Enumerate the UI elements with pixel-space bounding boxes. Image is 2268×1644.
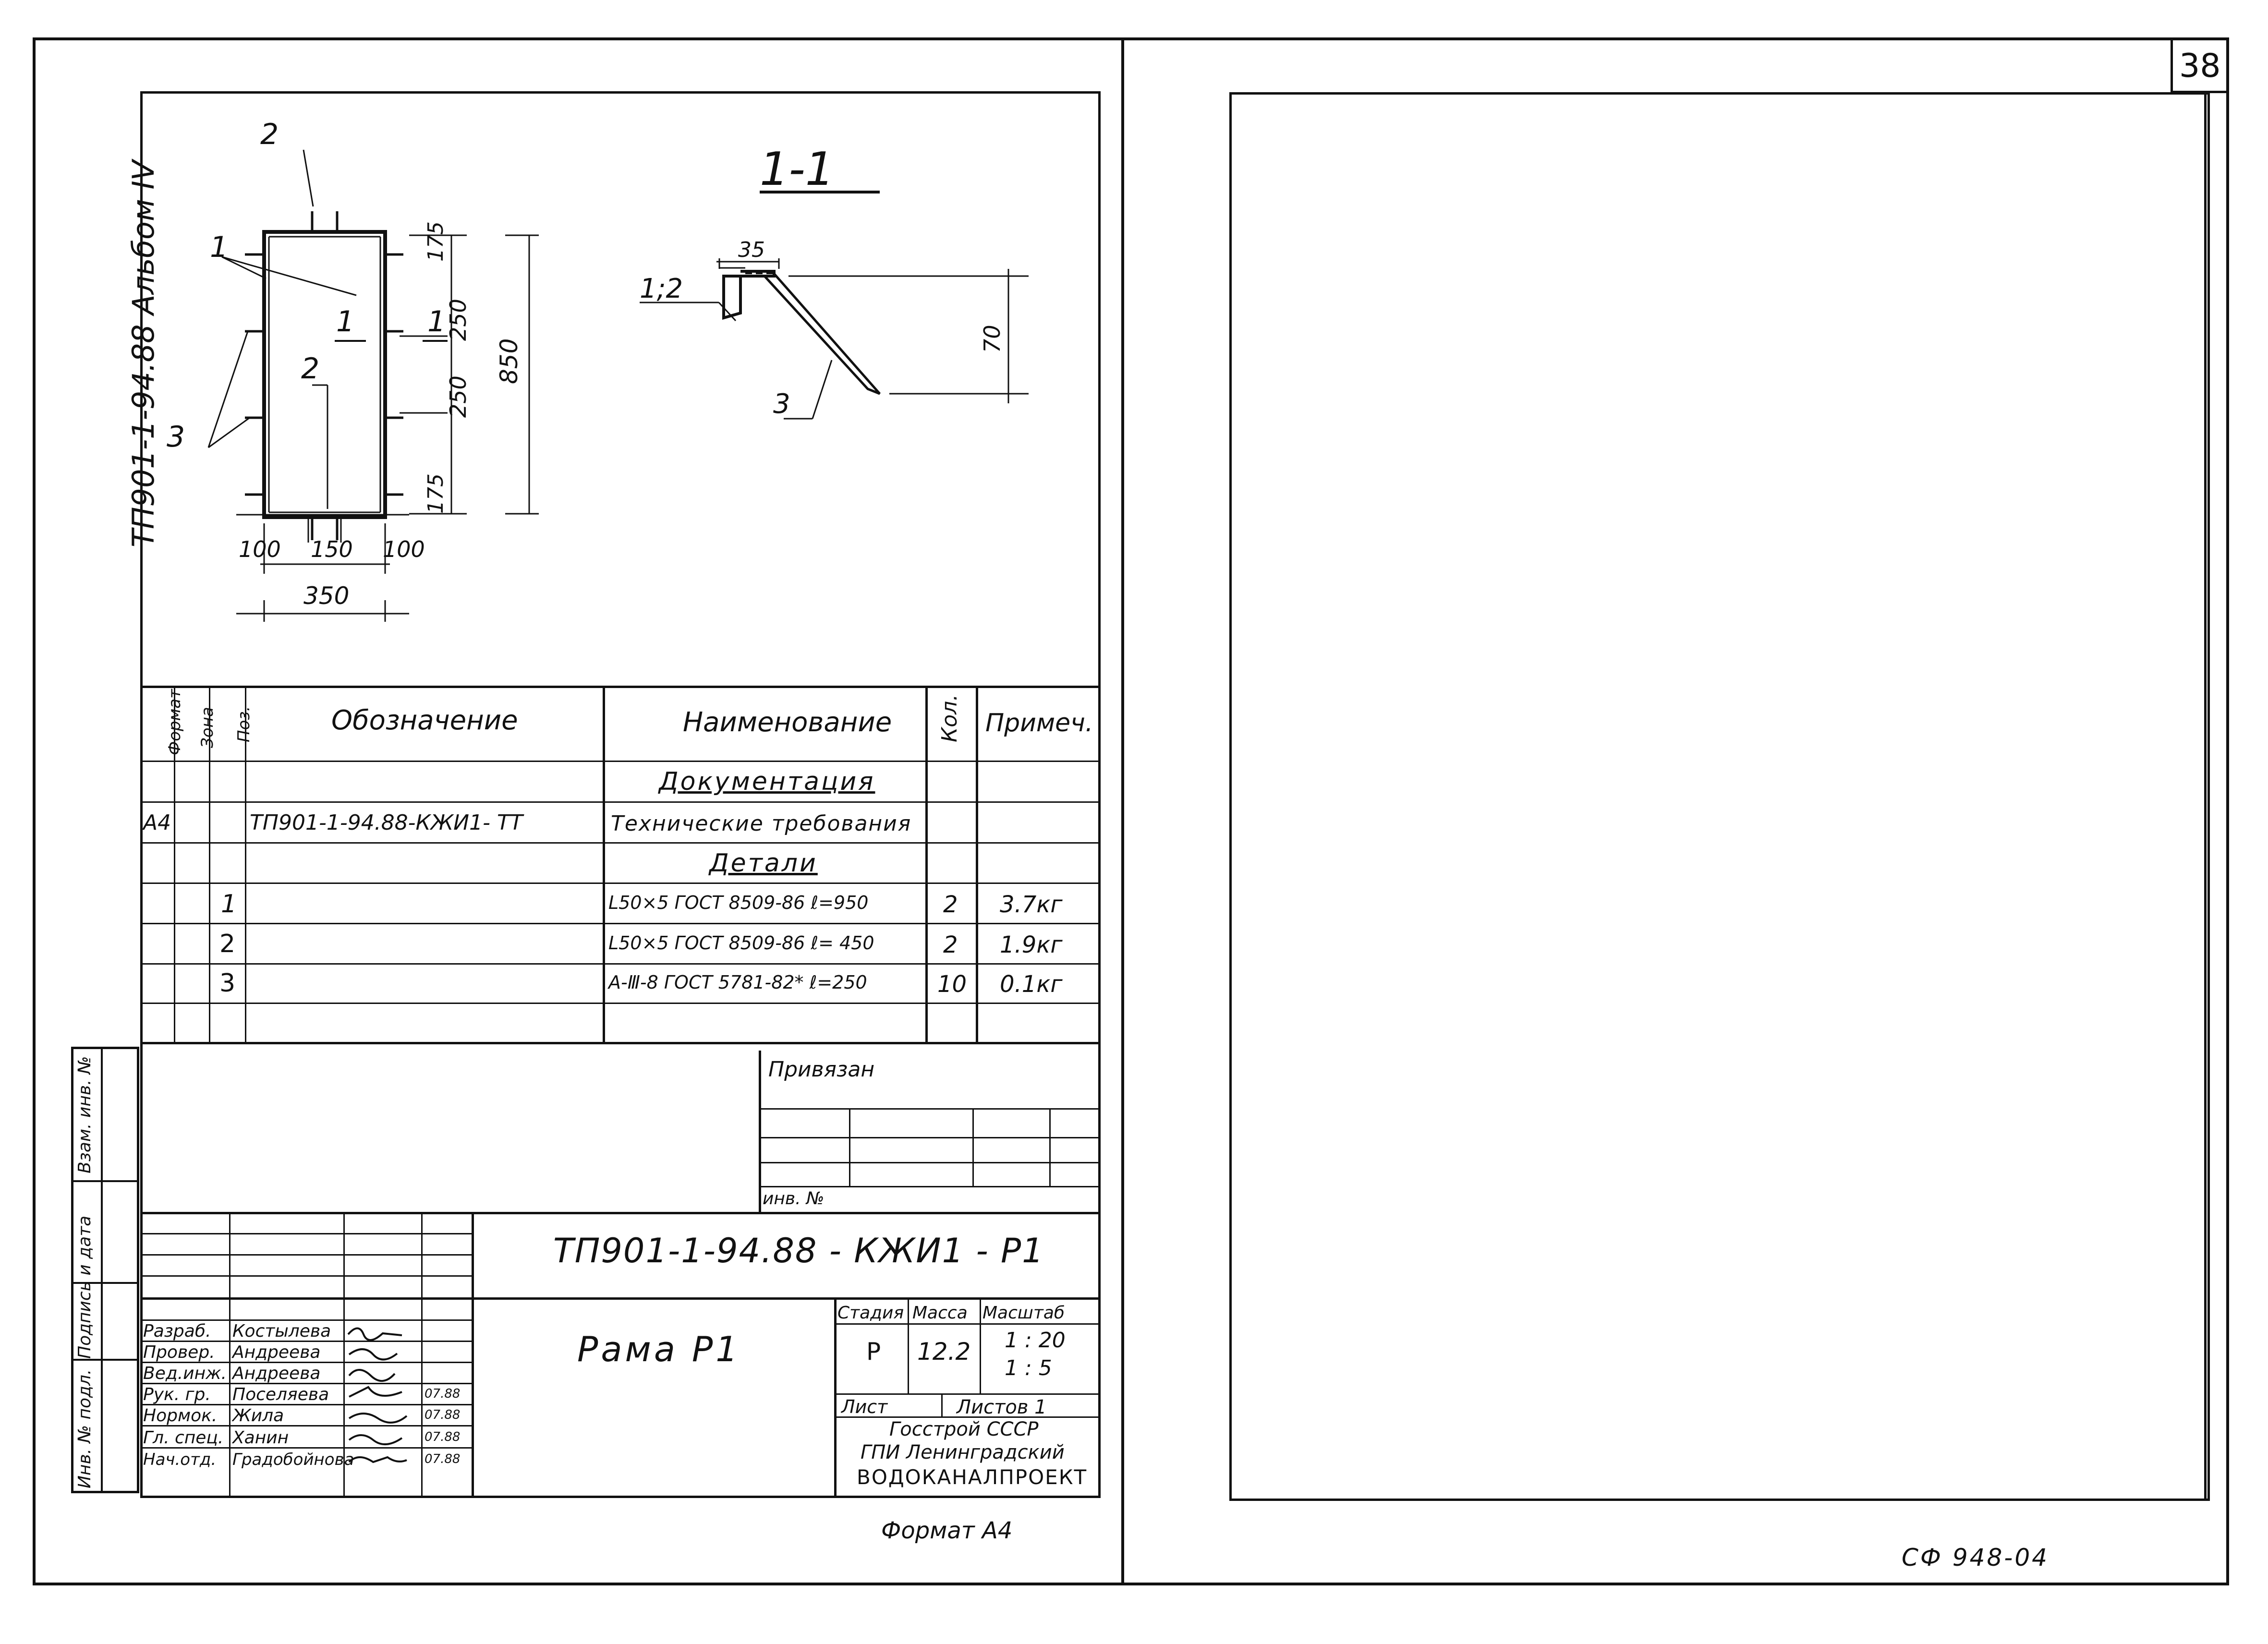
doc-designation: ТП901-1-94.88-КЖИ1- ТТ (250, 810, 523, 835)
dim-250-upper: 250 (445, 299, 471, 341)
header-pos: Поз. (234, 706, 254, 742)
item-name: Рама Р1 (577, 1329, 741, 1369)
staff-name-7: Градобойнова (232, 1450, 354, 1469)
mass-label: Масса (912, 1303, 968, 1323)
dim-35: 35 (738, 238, 765, 262)
header-name: Наименование (683, 707, 892, 738)
row3-name: А-Ⅲ-8 ГОСТ 5781-82* ℓ=250 (608, 972, 867, 993)
format-note: Формат А4 (881, 1517, 1013, 1544)
section-details: Детали (709, 849, 818, 878)
staff-role-6: Гл. спец. (143, 1428, 224, 1448)
row2-pos: 2 (219, 930, 236, 958)
staff-date-5: 07.88 (424, 1408, 461, 1422)
staff-date-7: 07.88 (424, 1452, 461, 1466)
staff-date-4: 07.88 (424, 1387, 461, 1401)
staff-name-5: Жила (232, 1406, 284, 1426)
sheets-label: Листов 1 (957, 1396, 1047, 1418)
sheet-number: 38 (2179, 47, 2221, 85)
staff-role-3: Вед.инж. (143, 1364, 227, 1383)
org-line-1: Госстрой СССР (889, 1418, 1039, 1440)
dim-175-bottom: 175 (424, 473, 448, 514)
title-block: ТП901-1-94.88 - КЖИ1 - Р1 Рама Р1 Стадия… (140, 1212, 1101, 1498)
row1-qty: 2 (943, 891, 958, 918)
dim-150: 150 (311, 536, 353, 562)
left-frame (140, 91, 1101, 1498)
staff-role-4: Рук. гр. (143, 1385, 211, 1404)
side-stamp-replace-inv: Взам. инв. № (75, 1056, 95, 1173)
row3-qty: 10 (937, 971, 967, 998)
staff-role-5: Нормок. (143, 1406, 218, 1426)
binding-title: Привязан (768, 1057, 875, 1082)
binding-block: Привязан инв. № (759, 1051, 1101, 1214)
dim-100-right: 100 (383, 536, 425, 562)
dim-100-left: 100 (239, 536, 281, 562)
staff-name-6: Ханин (232, 1428, 289, 1448)
right-frame-inner-line (2204, 92, 2207, 1501)
side-stamp: Взам. инв. № Подпись и дата Инв. № подл. (71, 1047, 139, 1493)
staff-name-2: Андреева (232, 1342, 321, 1362)
outer-border (33, 37, 2229, 1585)
pos-label-2-top: 2 (260, 118, 279, 151)
pos-label-3-section: 3 (773, 388, 790, 420)
org-line-2: ГПИ Ленинградский (861, 1441, 1065, 1463)
cut-mark-label-right: 1 (427, 305, 446, 338)
binding-inv: инв. № (763, 1189, 825, 1209)
header-zone: Зона (198, 707, 217, 748)
dim-850: 850 (495, 338, 523, 384)
dim-250-lower: 250 (445, 375, 471, 418)
scale-value-2: 1 : 5 (1005, 1356, 1052, 1380)
section-title: 1-1 (760, 143, 834, 196)
row1-name: L50×5 ГОСТ 8509-86 ℓ=950 (608, 892, 869, 913)
header-note: Примеч. (985, 709, 1093, 737)
dim-175-top: 175 (424, 221, 448, 262)
row2-qty: 2 (943, 931, 958, 958)
header-designation: Обозначение (331, 705, 518, 736)
staff-name-3: Андреева (232, 1364, 321, 1383)
row1-pos: 1 (221, 890, 237, 919)
mass-value: 12.2 (917, 1338, 971, 1366)
pos-label-2-mid: 2 (301, 352, 319, 386)
row2-note: 1.9кг (1000, 931, 1063, 958)
sheet-label: Лист (841, 1396, 888, 1417)
dim-70: 70 (979, 325, 1005, 353)
staff-date-6: 07.88 (424, 1430, 461, 1444)
row3-pos: 3 (219, 969, 236, 998)
detail-drawing: 2 1 1 1 2 3 175 250 250 175 850 100 150 … (167, 118, 1029, 622)
cut-mark-label: 1 (336, 305, 354, 338)
bottom-code: СФ 948-04 (1902, 1544, 2049, 1571)
row3-note: 0.1кг (1000, 971, 1063, 998)
spec-table: Формат Зона Поз. Обозначение Наименовани… (140, 686, 1101, 1051)
pos-label-1-left: 1 (210, 230, 228, 264)
sheet-number-box (2171, 40, 2227, 93)
header-format: Формат (165, 689, 184, 755)
pos-label-3: 3 (167, 420, 185, 454)
staff-name-4: Поселяева (232, 1385, 329, 1404)
header-qty: Кол. (937, 694, 962, 742)
staff-role-2: Провер. (143, 1342, 215, 1362)
org-line-3: ВОДОКАНАЛПРОЕКТ (857, 1465, 1088, 1489)
staff-role-1: Разраб. (143, 1321, 211, 1341)
stage-value: Р (866, 1338, 881, 1366)
page-divider (1121, 37, 1124, 1585)
binding-bottom-line (140, 1212, 1101, 1214)
row1-note: 3.7кг (1000, 891, 1063, 918)
side-stamp-signature-date: Подпись и дата (75, 1215, 95, 1359)
signatures (347, 1327, 408, 1463)
side-stamp-inv-original: Инв. № подл. (75, 1369, 95, 1488)
staff-name-1: Костылева (232, 1321, 331, 1341)
stage-label: Стадия (837, 1303, 904, 1323)
row2-name: L50×5 ГОСТ 8509-86 ℓ= 450 (608, 932, 874, 954)
right-frame (1229, 92, 2210, 1501)
dim-350: 350 (303, 582, 349, 610)
staff-role-7: Нач.отд. (143, 1450, 217, 1469)
scale-label: Масштаб (982, 1303, 1065, 1323)
document-code: ТП901-1-94.88 - КЖИ1 - Р1 (553, 1231, 1044, 1270)
scale-value-1: 1 : 20 (1005, 1328, 1066, 1353)
section-documentation: Документация (659, 767, 875, 796)
doc-format: А4 (143, 810, 171, 835)
doc-name: Технические требования (611, 811, 912, 836)
pos-label-1-2: 1;2 (640, 273, 683, 304)
